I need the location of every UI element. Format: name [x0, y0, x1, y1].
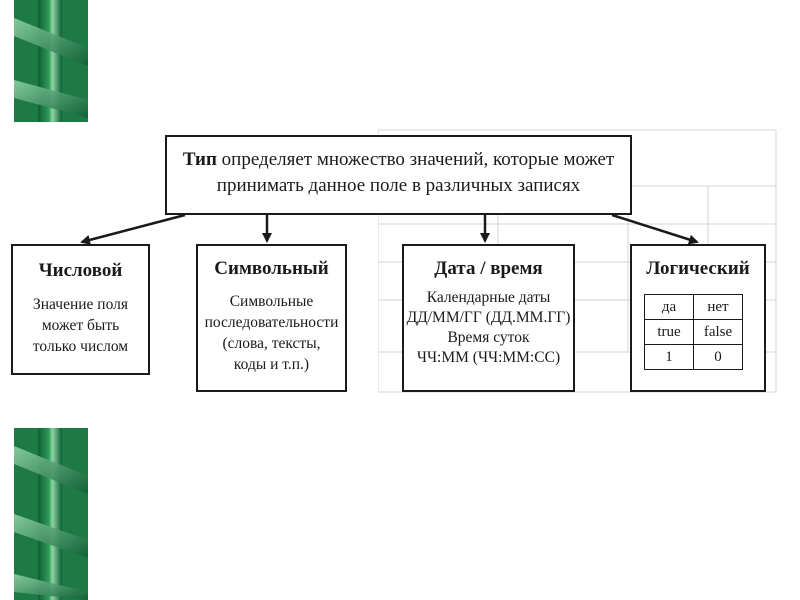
table-cell: нет	[693, 294, 743, 320]
type-desc-datetime: Календарные даты ДД/ММ/ГГ (ДД.ММ.ГГ) Вре…	[404, 288, 573, 368]
desc-line: коды и т.п.)	[233, 356, 310, 373]
green-bevel-bar-icon	[14, 428, 88, 600]
root-keyword: Тип	[182, 149, 217, 170]
desc-line: Время суток	[447, 329, 530, 346]
type-title-numeric: Числовой	[38, 260, 123, 281]
type-title-symbolic: Символьный	[214, 258, 329, 279]
root-line-1-rest: определяет множество значений, которые м…	[216, 149, 615, 170]
root-line-1: Тип определяет множество значений, котор…	[167, 147, 630, 173]
logical-values-table: да нет true false 1 0	[644, 294, 743, 370]
desc-line: Символьные	[229, 293, 314, 310]
desc-line: ДД/ММ/ГГ (ДД.ММ.ГГ)	[406, 309, 571, 326]
type-desc-numeric: Значение поля может быть только числом	[13, 294, 148, 357]
table-row: да нет	[644, 294, 743, 320]
green-bevel-bar-icon	[14, 0, 88, 122]
table-row: true false	[644, 319, 743, 345]
desc-line: только числом	[32, 338, 129, 355]
desc-line: может быть	[41, 317, 120, 334]
desc-line: Календарные даты	[426, 289, 551, 306]
desc-line: ЧЧ:ММ (ЧЧ:ММ:СС)	[416, 349, 561, 366]
desc-line: (слова, тексты,	[222, 335, 321, 352]
green-bar-decoration-bottom	[14, 428, 88, 600]
type-title-datetime: Дата / время	[434, 258, 543, 279]
desc-line: Значение поля	[32, 296, 129, 313]
table-cell: да	[644, 294, 694, 320]
root-definition-box: Тип определяет множество значений, котор…	[165, 135, 632, 215]
type-box-numeric: Числовой Значение поля может быть только…	[11, 244, 150, 375]
table-cell: false	[693, 319, 743, 345]
type-desc-symbolic: Символьные последовательности (слова, те…	[198, 291, 345, 375]
arrow-to-logical	[611, 213, 699, 245]
type-box-datetime: Дата / время Календарные даты ДД/ММ/ГГ (…	[402, 244, 575, 392]
root-line-2: принимать данное поле в различных запися…	[216, 175, 581, 196]
green-bar-decoration-top	[14, 0, 88, 122]
type-box-symbolic: Символьный Символьные последовательности…	[196, 244, 347, 392]
arrow-to-numeric	[80, 213, 186, 245]
table-cell: 1	[644, 344, 694, 370]
table-row: 1 0	[644, 344, 743, 370]
table-cell: true	[644, 319, 694, 345]
table-cell: 0	[693, 344, 743, 370]
desc-line: последовательности	[204, 314, 339, 331]
type-box-logical: Логический да нет true false 1 0	[630, 244, 766, 392]
type-title-logical: Логический	[646, 258, 750, 279]
